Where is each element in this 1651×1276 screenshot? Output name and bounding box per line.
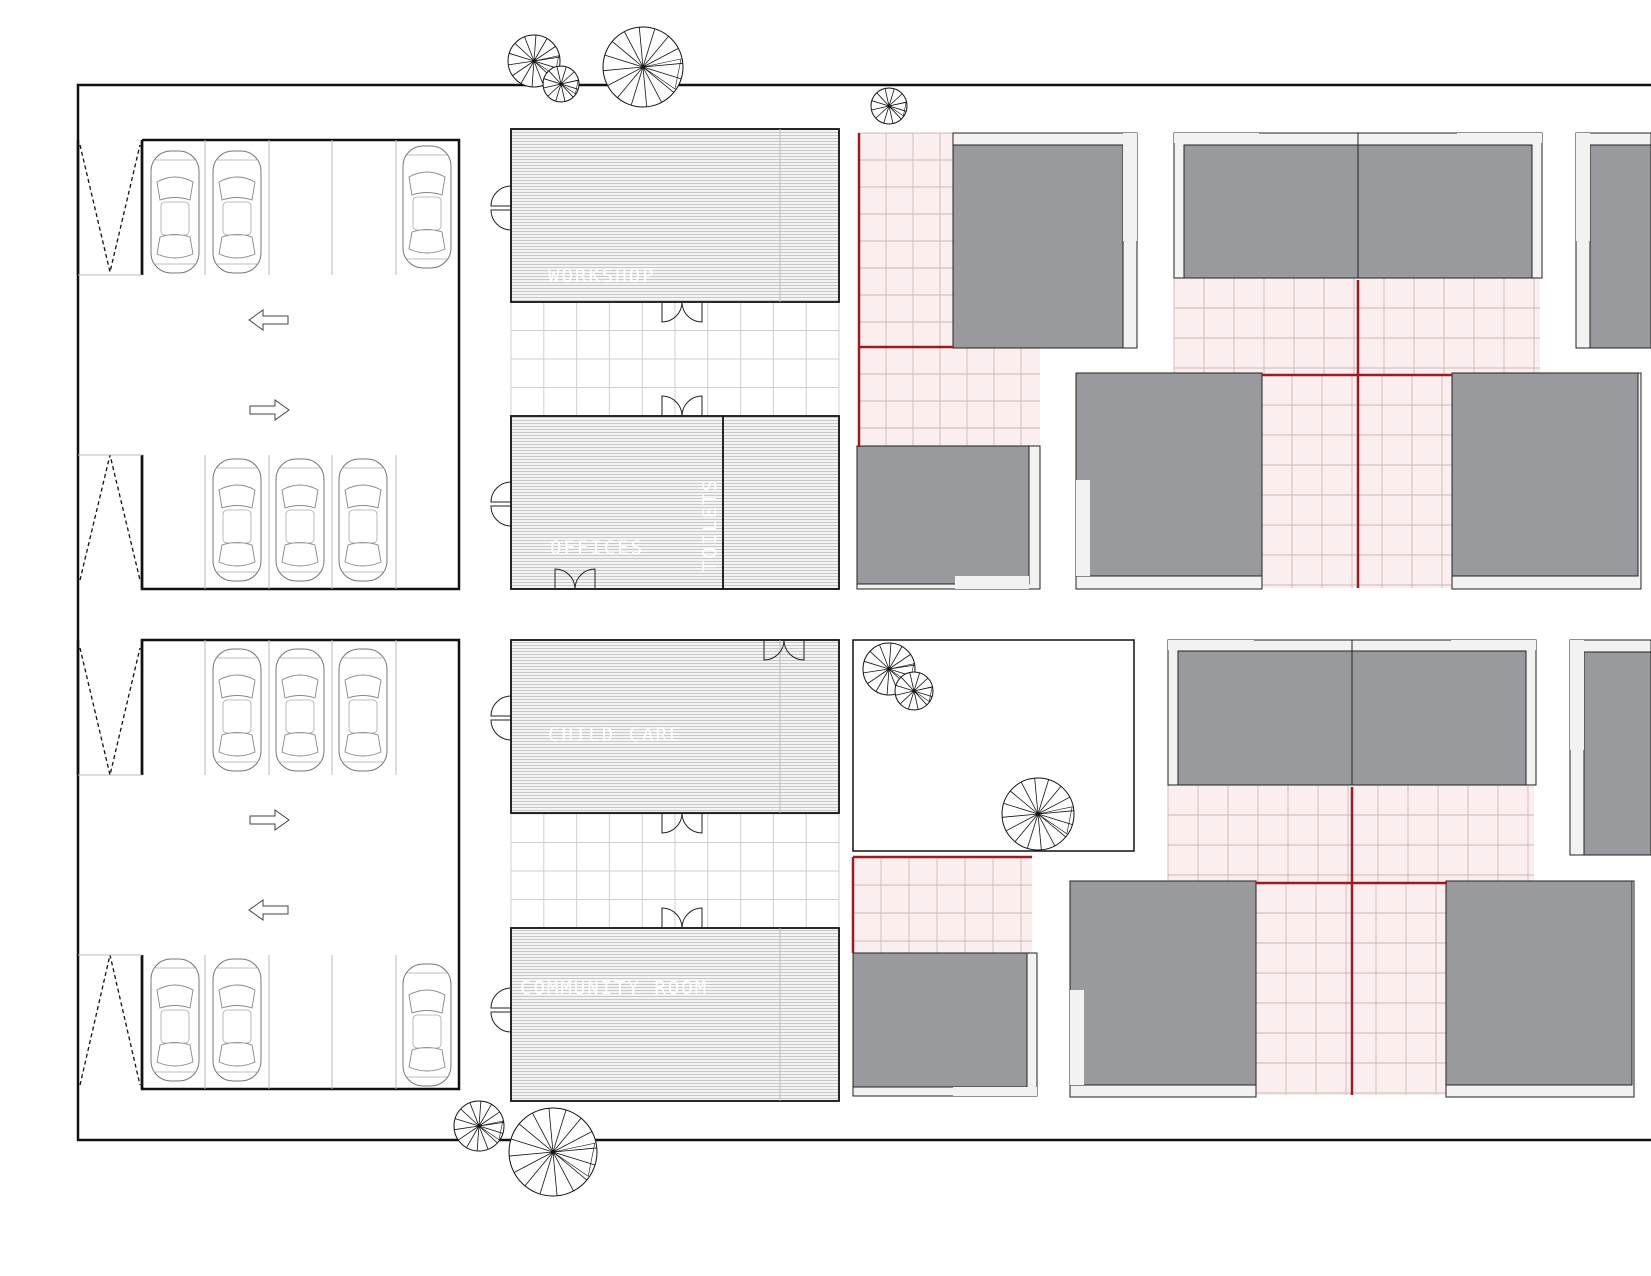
housing-unit (1357, 132, 1543, 279)
door-swing-icon (661, 812, 703, 834)
car-icon (338, 648, 388, 772)
tree-icon (1001, 777, 1075, 851)
door-swing-icon (490, 695, 512, 741)
tree-icon (602, 26, 684, 108)
tree-icon (453, 1100, 505, 1152)
car-icon (338, 458, 388, 582)
housing-unit (1569, 639, 1651, 856)
door-swing-icon (490, 185, 512, 231)
housing-unit (952, 132, 1138, 349)
housing-unit (1451, 372, 1642, 590)
arrow-left-icon (248, 899, 289, 921)
housing-unit (852, 952, 1038, 1097)
trees (453, 26, 1075, 1197)
entry-gates (79, 144, 141, 1086)
room-label-community-room: COMMUNITY ROOM (520, 977, 708, 999)
car-icon (275, 458, 325, 582)
child-care-building: CHILD CARE (510, 639, 840, 814)
door-swing-icon (661, 301, 703, 323)
arrow-left-icon (248, 309, 289, 331)
door-swing-icons (490, 185, 805, 1033)
tree-icon (870, 87, 908, 125)
housing-unit (1069, 880, 1257, 1098)
tree-icon (542, 65, 580, 103)
car-icon (402, 145, 452, 269)
room-label-child-care: CHILD CARE (548, 724, 682, 746)
door-swing-icon (661, 395, 703, 417)
housing-unit (1575, 132, 1651, 349)
community-room-building: COMMUNITY ROOM (510, 927, 840, 1102)
car-icon (402, 963, 452, 1087)
site-boundary (76, 83, 1651, 1142)
parked-cars (150, 145, 452, 1087)
door-swing-icon (763, 639, 805, 661)
car-icon (212, 150, 262, 274)
workshop-building: WORKSHOP (510, 128, 840, 303)
car-icon (212, 958, 262, 1082)
open-courtyard (852, 639, 1135, 852)
tree-icon (508, 1107, 598, 1197)
patio (852, 856, 1032, 953)
housing-unit (856, 445, 1041, 590)
door-swing-icon (554, 568, 596, 590)
car-icon (275, 648, 325, 772)
car-icon (212, 648, 262, 772)
door-swing-icon (490, 987, 512, 1033)
car-icon (150, 150, 200, 274)
offices-building: OFFICES TOILETS (510, 415, 840, 590)
patio (858, 346, 1040, 447)
paving-north (510, 301, 840, 417)
car-icon (212, 458, 262, 582)
paving-south (510, 813, 840, 929)
housing-unit (1167, 639, 1353, 786)
door-swing-icon (490, 481, 512, 527)
patio-boundary-lines (851, 133, 1452, 1095)
car-icon (150, 958, 200, 1082)
housing-unit (1173, 132, 1359, 279)
room-label-workshop: WORKSHOP (548, 265, 656, 287)
patio (858, 132, 953, 347)
housing-unit (1445, 880, 1635, 1098)
housing-unit (1075, 372, 1263, 590)
room-label-toilets: TOILETS (699, 478, 721, 572)
housing-units (852, 132, 1651, 1098)
arrow-right-icon (249, 809, 290, 831)
housing-unit (1351, 639, 1537, 786)
door-swing-icon (661, 907, 703, 929)
room-label-offices: OFFICES (550, 537, 644, 559)
tree-icon (894, 671, 934, 711)
arrow-right-icon (249, 399, 290, 421)
gate-posts (76, 140, 144, 1089)
